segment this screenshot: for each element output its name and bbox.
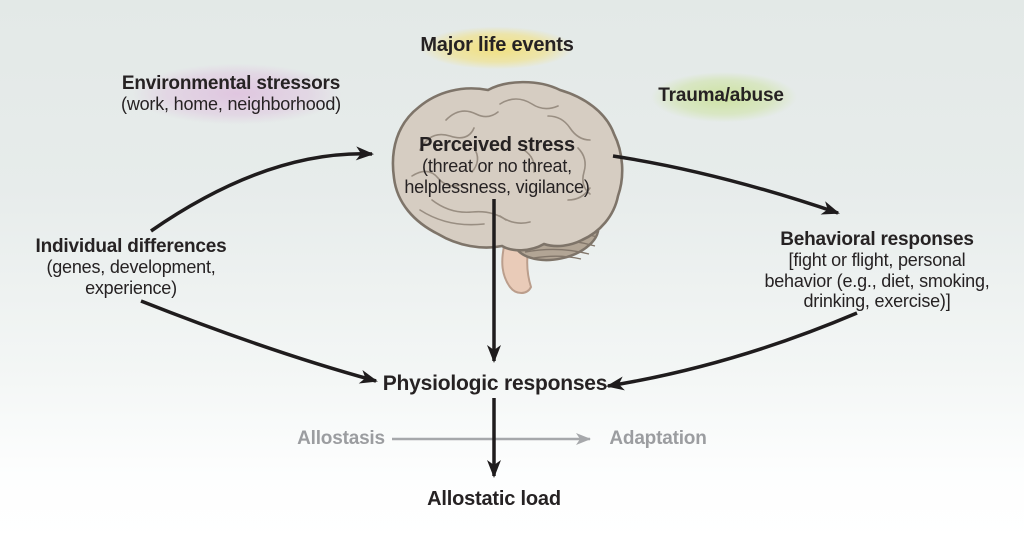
allostasis-label: Allostasis bbox=[297, 428, 385, 449]
arrow-perceived-to-behavioral bbox=[612, 154, 840, 215]
perceived-stress-label: Perceived stress bbox=[419, 134, 575, 156]
behavioral-responses-sublabel-line3: drinking, exercise)] bbox=[803, 291, 951, 311]
behavioral-responses-sublabel-line2: behavior (e.g., diet, smoking, bbox=[764, 270, 990, 291]
node-major-life-events: Major life events bbox=[420, 34, 574, 56]
environmental-stressors-sublabel: (work, home, neighborhood) bbox=[121, 94, 341, 114]
allostatic-load-label: Allostatic load bbox=[427, 488, 561, 510]
brain-icon bbox=[391, 80, 624, 294]
perceived-stress-sublabel-line2: helplessness, vigilance) bbox=[404, 176, 590, 197]
major-life-events-label: Major life events bbox=[420, 34, 574, 56]
node-individual-differences: Individual differences (genes, developme… bbox=[36, 236, 227, 298]
behavioral-responses-sublabel-line1: [fight or flight, personal bbox=[788, 250, 966, 270]
node-environmental-stressors: Environmental stressors (work, home, nei… bbox=[121, 73, 341, 115]
individual-differences-sublabel-line1: (genes, development, bbox=[46, 257, 216, 277]
arrow-behavioral-to-physiologic bbox=[606, 311, 858, 391]
behavioral-responses-label: Behavioral responses bbox=[780, 229, 974, 250]
physiologic-responses-label: Physiologic responses bbox=[382, 372, 608, 395]
node-trauma-abuse: Trauma/abuse bbox=[658, 85, 784, 106]
node-perceived-stress: Perceived stress (threat or no threat, h… bbox=[404, 134, 590, 197]
perceived-stress-sublabel-line1: (threat or no threat, bbox=[422, 156, 572, 176]
node-allostatic-load: Allostatic load bbox=[427, 489, 561, 510]
individual-differences-label: Individual differences bbox=[35, 236, 227, 257]
arrow-individual-to-physiologic bbox=[140, 299, 378, 384]
environmental-stressors-label: Environmental stressors bbox=[121, 73, 341, 94]
adaptation-label: Adaptation bbox=[609, 428, 707, 449]
node-behavioral-responses: Behavioral responses [fight or flight, p… bbox=[764, 229, 989, 312]
individual-differences-sublabel-line2: experience) bbox=[85, 277, 177, 298]
node-physiologic-responses: Physiologic responses bbox=[383, 373, 608, 395]
arrow-individual-to-perceived bbox=[150, 146, 374, 233]
trauma-abuse-label: Trauma/abuse bbox=[658, 85, 784, 106]
